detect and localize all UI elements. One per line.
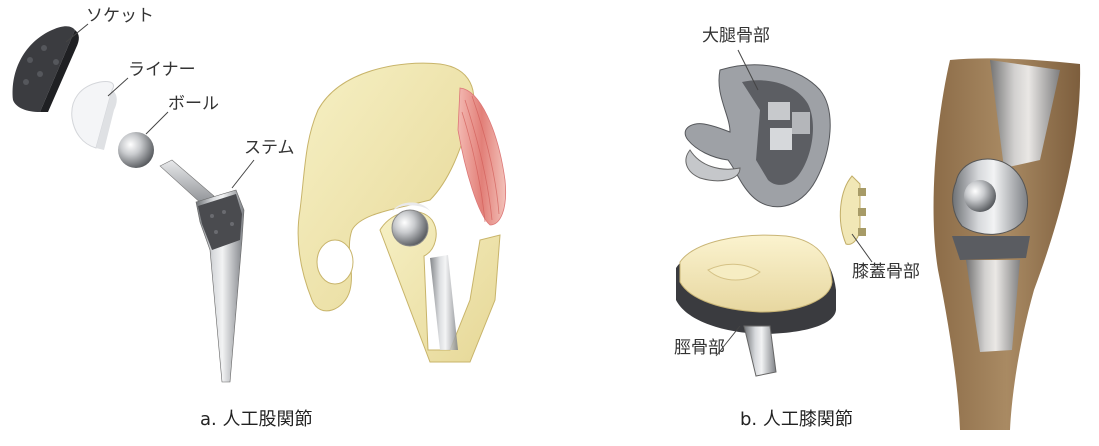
patellar-part: [840, 176, 866, 244]
hip-anatomy: [298, 63, 506, 362]
caption-knee: b. 人工膝関節: [740, 411, 853, 429]
patellar-leader: [852, 234, 872, 262]
femoral-part: [685, 65, 830, 207]
label-patellar: 膝蓋骨部: [852, 264, 920, 281]
ball-leader: [146, 112, 168, 134]
label-femoral: 大腿骨部: [702, 28, 770, 45]
caption-hip: a. 人工股関節: [200, 411, 312, 429]
label-tibial: 脛骨部: [674, 340, 725, 357]
liner-part: [72, 81, 117, 150]
stem-part: [160, 160, 244, 382]
label-socket: ソケット: [86, 8, 154, 25]
ball-part: [118, 132, 154, 168]
stem-leader: [232, 160, 254, 188]
label-liner: ライナー: [128, 62, 196, 79]
knee-anatomy: [934, 58, 1081, 430]
label-ball: ボール: [168, 96, 219, 113]
label-stem: ステム: [244, 140, 295, 157]
